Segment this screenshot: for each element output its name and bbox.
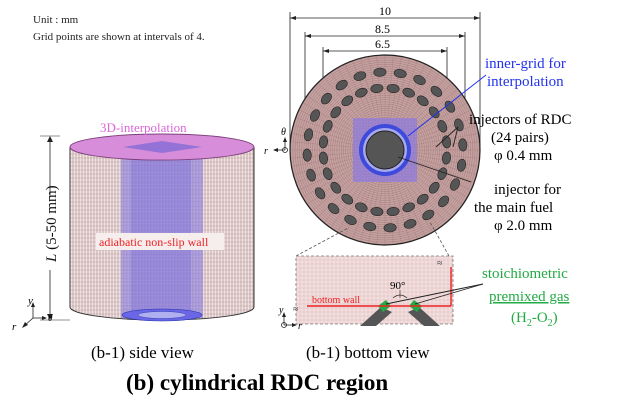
gas-label-1: stoichiometric: [482, 266, 568, 282]
injector-hole: [416, 193, 429, 205]
dim-6-5: 6.5: [375, 37, 390, 51]
injector-hole: [416, 95, 429, 107]
injector-hole: [355, 202, 368, 213]
injector-hole: [320, 92, 332, 105]
dim-8-5: 8.5: [375, 22, 390, 36]
injectors-label-2: (24 pairs): [491, 130, 549, 146]
svg-text:y: y: [278, 305, 284, 316]
injector-hole: [310, 109, 320, 122]
inner-grid-label-1: inner-grid for: [485, 56, 566, 72]
injector-hole: [318, 151, 329, 165]
injector-hole: [302, 148, 312, 162]
svg-text:r: r: [298, 321, 302, 332]
injector-hole: [355, 87, 368, 98]
injector-hole: [330, 181, 342, 194]
gas-label-3: (H2-O2): [511, 310, 558, 329]
svg-text:y: y: [27, 295, 33, 307]
injector-hole: [383, 223, 397, 233]
injector-hole: [441, 151, 452, 165]
injector-hole: [327, 203, 340, 215]
svg-text:θ: θ: [48, 313, 53, 323]
injectors-label-1: injectors of RDC: [469, 112, 572, 128]
injector-hole: [450, 178, 460, 191]
injector-hole: [437, 167, 448, 180]
injector-hole: [306, 168, 316, 182]
injector-hole: [430, 85, 443, 97]
inner-grid-label-2: interpolation: [487, 74, 564, 90]
injector-hole: [386, 83, 400, 94]
injector-hole: [386, 206, 400, 217]
injector-hole: [456, 158, 467, 172]
angle-label: 90°: [390, 280, 405, 292]
rdc-injectors: [302, 67, 468, 233]
gas-label-2: premixed gas: [489, 289, 570, 305]
inset-axes: y r: [278, 305, 302, 332]
injector-hole: [403, 219, 417, 229]
bottom-view-caption: (b-1) bottom view: [306, 343, 430, 362]
injector-hole: [444, 100, 456, 113]
bottom-wall-label: bottom wall: [312, 295, 360, 306]
svg-text:r: r: [12, 321, 17, 333]
bottom-wall-inset: ≈ ≈ bottom wall 90°: [293, 255, 454, 326]
injector-hole: [314, 187, 326, 200]
injector-hole: [402, 87, 415, 98]
grid-note: Grid points are shown at intervals of 4.: [33, 31, 205, 43]
svg-text:r: r: [264, 146, 268, 157]
injector-hole: [428, 106, 440, 119]
injector-hole: [303, 128, 314, 142]
injector-hole: [330, 106, 342, 119]
main-injector-label-3: φ 2.0 mm: [494, 218, 553, 234]
svg-text:θ: θ: [281, 127, 286, 138]
injector-hole: [353, 71, 367, 81]
bottom-view-disc: 10 8.5 6.5 2 θ r: [264, 4, 481, 246]
side-view-caption: (b-1) side view: [91, 343, 195, 362]
injector-hole: [437, 120, 448, 133]
injector-hole: [422, 209, 435, 221]
unit-label: Unit : mm: [33, 14, 79, 26]
injector-hole: [438, 195, 450, 208]
disc-axes: θ r: [264, 127, 288, 157]
svg-text:≈: ≈: [437, 258, 443, 269]
injector-hole: [335, 79, 348, 91]
svg-text:≈: ≈: [293, 304, 299, 315]
main-injector-label-2: the main fuel: [474, 200, 553, 216]
injector-hole: [318, 135, 329, 149]
wall-label: adiabatic non-slip wall: [99, 235, 209, 249]
dim-10: 10: [379, 4, 391, 18]
injector-hole: [370, 83, 384, 94]
injector-hole: [363, 221, 377, 232]
injector-hole: [393, 68, 407, 79]
injector-hole: [373, 67, 387, 77]
side-view-axes: y r θ: [12, 295, 53, 333]
injector-hole: [341, 95, 354, 107]
injectors-label-3: φ 0.4 mm: [494, 148, 553, 164]
injector-hole: [413, 75, 426, 85]
injector-hole: [370, 206, 384, 217]
injector-hole: [341, 193, 354, 205]
injector-hole: [458, 138, 468, 152]
injector-hole: [322, 167, 333, 180]
injector-hole: [428, 181, 440, 194]
injector-hole: [322, 120, 333, 133]
injector-hole: [402, 202, 415, 213]
injector-hole: [344, 215, 357, 225]
interpolation-label: 3D-interpolation: [100, 120, 187, 135]
figure-title: (b) cylindrical RDC region: [126, 370, 388, 395]
length-label: L (5-50 mm): [44, 185, 60, 263]
main-injector-label-1: injector for: [494, 182, 561, 198]
